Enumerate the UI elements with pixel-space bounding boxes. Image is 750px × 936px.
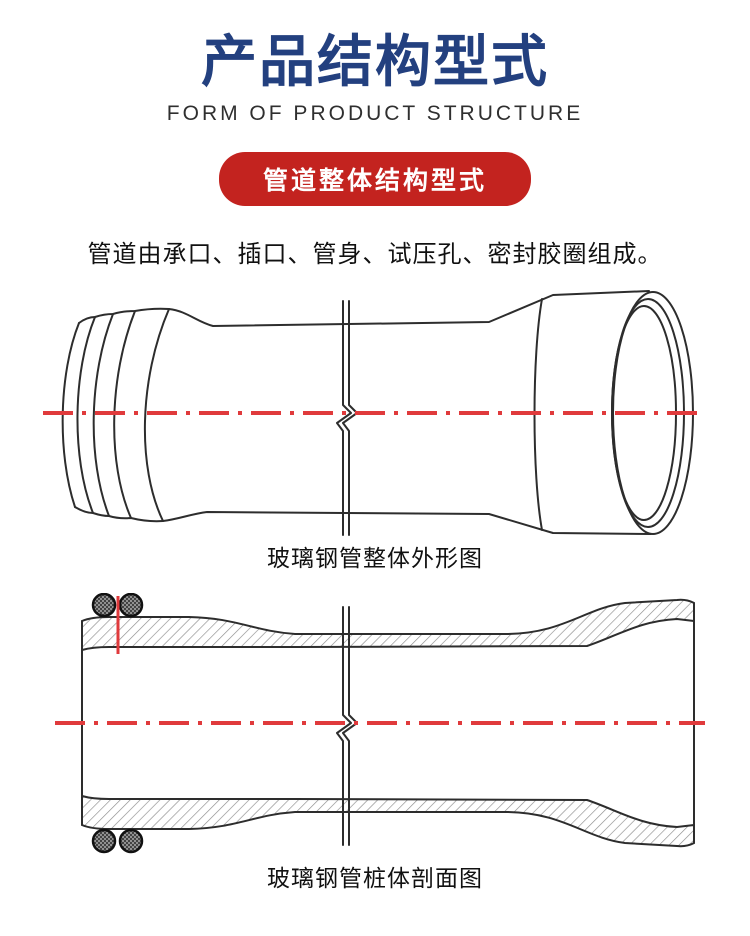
break-line xyxy=(336,300,358,537)
gasket-oring xyxy=(118,593,144,618)
lower-wall-section xyxy=(81,795,695,854)
section-badge: 管道整体结构型式 xyxy=(218,152,531,207)
figure-pipe-outline: 玻璃钢管整体外形图 xyxy=(0,285,750,573)
break-line xyxy=(336,606,358,847)
pipe-outline-drawing xyxy=(43,290,705,537)
spigot-rings xyxy=(61,308,170,523)
figure-caption-outline: 玻璃钢管整体外形图 xyxy=(267,545,483,572)
gasket-oring xyxy=(118,829,144,854)
page-title: 产品结构型式 xyxy=(201,30,549,93)
gasket-oring xyxy=(91,829,117,854)
figure-pipe-section: 玻璃钢管桩体剖面图 xyxy=(0,593,750,893)
pipe-section-drawing xyxy=(55,593,705,854)
page-subtitle: FORM OF PRODUCT STRUCTURE xyxy=(166,102,584,126)
gasket-oring xyxy=(91,593,117,618)
pipe-body-outline xyxy=(162,290,694,536)
figure-caption-section: 玻璃钢管桩体剖面图 xyxy=(267,865,483,892)
upper-wall-section xyxy=(81,593,695,652)
pipe-components-description: 管道由承口、插口、管身、试压孔、密封胶圈组成。 xyxy=(87,241,663,269)
